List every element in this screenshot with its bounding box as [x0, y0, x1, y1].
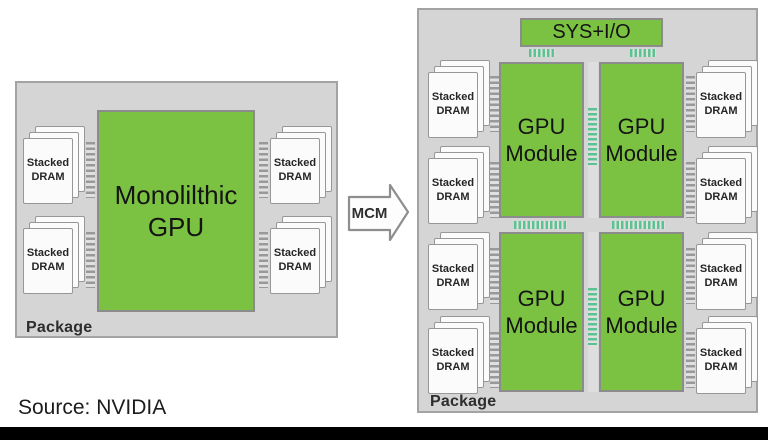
dram-phy-connector — [86, 142, 95, 198]
package-label: Package — [430, 393, 497, 410]
gpu-module-box: GPU Module — [599, 232, 684, 392]
module-link-connector — [588, 288, 597, 345]
gpu-module-label-line1: GPU — [617, 113, 666, 139]
dram-phy-connector — [686, 76, 695, 132]
gpu-module-label-line2: Module — [605, 313, 678, 338]
dram-phy-connector — [490, 248, 499, 304]
sys-io-box: SYS+I/O — [520, 18, 663, 47]
dram-phy-connector — [490, 76, 499, 132]
gpu-module-label-line2: Module — [605, 141, 678, 166]
dram-phy-connector — [86, 232, 95, 288]
gpu-module-label-line2: Module — [505, 313, 578, 338]
module-link-connector — [612, 221, 665, 229]
dram-phy-connector — [259, 142, 268, 198]
sys-io-link-connector — [529, 49, 555, 57]
mcm-package: SYS+I/O GPU Module GPU Module GPU Module… — [417, 8, 758, 413]
dram-phy-connector — [686, 248, 695, 304]
dram-phy-connector — [490, 332, 499, 388]
module-link-connector — [588, 108, 597, 165]
sys-io-label: SYS+I/O — [552, 21, 631, 43]
package-label: Package — [26, 319, 93, 336]
dram-phy-connector — [686, 332, 695, 388]
source-text: Source: NVIDIA — [18, 396, 167, 419]
dram-phy-connector — [490, 162, 499, 218]
dram-phy-connector — [686, 162, 695, 218]
module-link-connector — [514, 221, 567, 229]
gpu-module-label-line1: GPU — [517, 285, 566, 311]
gpu-module-label-line1: GPU — [517, 113, 566, 139]
gpu-module-box: GPU Module — [499, 232, 584, 392]
monolithic-gpu-label-line1: Monolilthic — [114, 179, 238, 210]
mcm-arrow-icon — [347, 183, 409, 242]
bottom-bar — [0, 427, 768, 440]
mcm-label: MCM — [351, 205, 388, 222]
gpu-module-label-line1: GPU — [617, 285, 666, 311]
monolithic-gpu-label-line2: GPU — [147, 212, 205, 242]
gpu-module-label-line2: Module — [505, 141, 578, 166]
monolithic-gpu-box: Monolilthic GPU — [97, 110, 255, 312]
dram-phy-connector — [259, 232, 268, 288]
gpu-module-box: GPU Module — [599, 62, 684, 218]
gpu-module-box: GPU Module — [499, 62, 584, 218]
sys-io-link-connector — [630, 49, 656, 57]
